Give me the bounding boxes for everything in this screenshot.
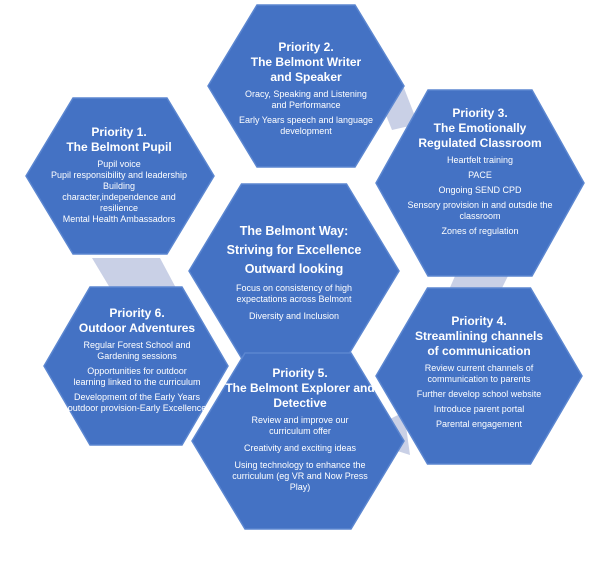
center-title-line: Outward looking (244, 262, 344, 276)
hexagons (25, 4, 585, 530)
priority-label: Priority 1. (91, 125, 147, 139)
priority-title: The Belmont Explorer and Detective (225, 381, 375, 410)
priority-6-text: Priority 6. Outdoor Adventures Regular F… (66, 306, 208, 414)
priority-item: Pupil responsibility and leadership (50, 170, 188, 180)
priority-2-text: Priority 2. The Belmont Writer and Speak… (232, 40, 380, 137)
priority-items: Oracy, Speaking and Listening and Perfor… (232, 89, 380, 137)
priority-title: The Belmont Writer and Speaker (250, 55, 362, 84)
center-title-line: Striving for Excellence (226, 243, 362, 257)
priority-label: Priority 3. (452, 106, 508, 120)
priority-item: Oracy, Speaking and Listening and Perfor… (245, 89, 367, 110)
priority-item: Introduce parent portal (433, 404, 525, 414)
priority-item: Using technology to enhance the curricul… (232, 460, 368, 492)
priority-5-text: Priority 5. The Belmont Explorer and Det… (218, 366, 382, 493)
center-item: Focus on consistency of high expectation… (235, 283, 353, 304)
priority-label: Priority 6. (109, 306, 165, 320)
priority-label: Priority 2. (278, 40, 334, 54)
priority-item: Zones of regulation (441, 226, 519, 236)
center-title-line: The Belmont Way: (239, 224, 349, 238)
priority-item: Early Years speech and language developm… (238, 115, 374, 136)
priority-title: The Emotionally Regulated Classroom (418, 121, 542, 150)
priority-title: The Belmont Pupil (66, 140, 172, 154)
center-item: Diversity and Inclusion (248, 311, 340, 321)
priority-item: Parental engagement (435, 419, 523, 429)
priority-item: Regular Forest School and Gardening sess… (83, 340, 191, 361)
center-hexagon-text: The Belmont Way: Striving for Excellence… (212, 222, 376, 322)
priority-4-hexagon (375, 287, 583, 465)
priority-title: Outdoor Adventures (78, 321, 196, 335)
priority-label: Priority 5. (272, 366, 328, 380)
priority-1-text: Priority 1. The Belmont Pupil Pupil voic… (44, 125, 194, 225)
priority-1-hexagon (25, 97, 215, 255)
priority-3-hexagon (375, 89, 585, 277)
priority-items: Heartfelt training PACE Ongoing SEND CPD… (406, 155, 554, 237)
priority-item: Review current channels of communication… (424, 363, 534, 384)
priority-items: Review and improve our curriculum offer … (218, 415, 382, 493)
priority-item: Heartfelt training (446, 155, 514, 165)
priority-items: Regular Forest School and Gardening sess… (66, 340, 208, 414)
priority-items: Pupil voice Pupil responsibility and lea… (44, 159, 194, 225)
priority-item: Creativity and exciting ideas (243, 443, 357, 453)
priority-item: Sensory provision in and outsdie the cla… (407, 200, 553, 221)
priority-title: Streamlining channels of communication (414, 329, 544, 358)
priority-3-text: Priority 3. The Emotionally Regulated Cl… (406, 106, 554, 237)
priority-6-hexagon (43, 286, 229, 446)
priority-item: Development of the Early Years outdoor p… (67, 392, 207, 413)
priority-item: Opportunities for outdoor learning linke… (73, 366, 201, 387)
priority-item: Pupil voice (97, 159, 141, 169)
priority-2-hexagon (207, 4, 405, 168)
priority-item: Mental Health Ambassadors (62, 214, 176, 224)
connector-1-6 (92, 258, 176, 288)
priority-items: Review current channels of communication… (404, 363, 554, 430)
priority-item: Review and improve our curriculum offer (251, 415, 349, 436)
priority-label: Priority 4. (451, 314, 507, 328)
center-title: The Belmont Way: Striving for Excellence… (227, 222, 362, 279)
center-items: Focus on consistency of high expectation… (212, 283, 376, 322)
priority-item: Ongoing SEND CPD (438, 185, 522, 195)
priority-item: Further develop school website (416, 389, 542, 399)
priority-item: Building character,independence and resi… (62, 181, 176, 213)
priority-5-hexagon (191, 352, 405, 530)
priority-4-text: Priority 4. Streamlining channels of com… (404, 314, 554, 430)
priority-item: PACE (468, 170, 492, 180)
